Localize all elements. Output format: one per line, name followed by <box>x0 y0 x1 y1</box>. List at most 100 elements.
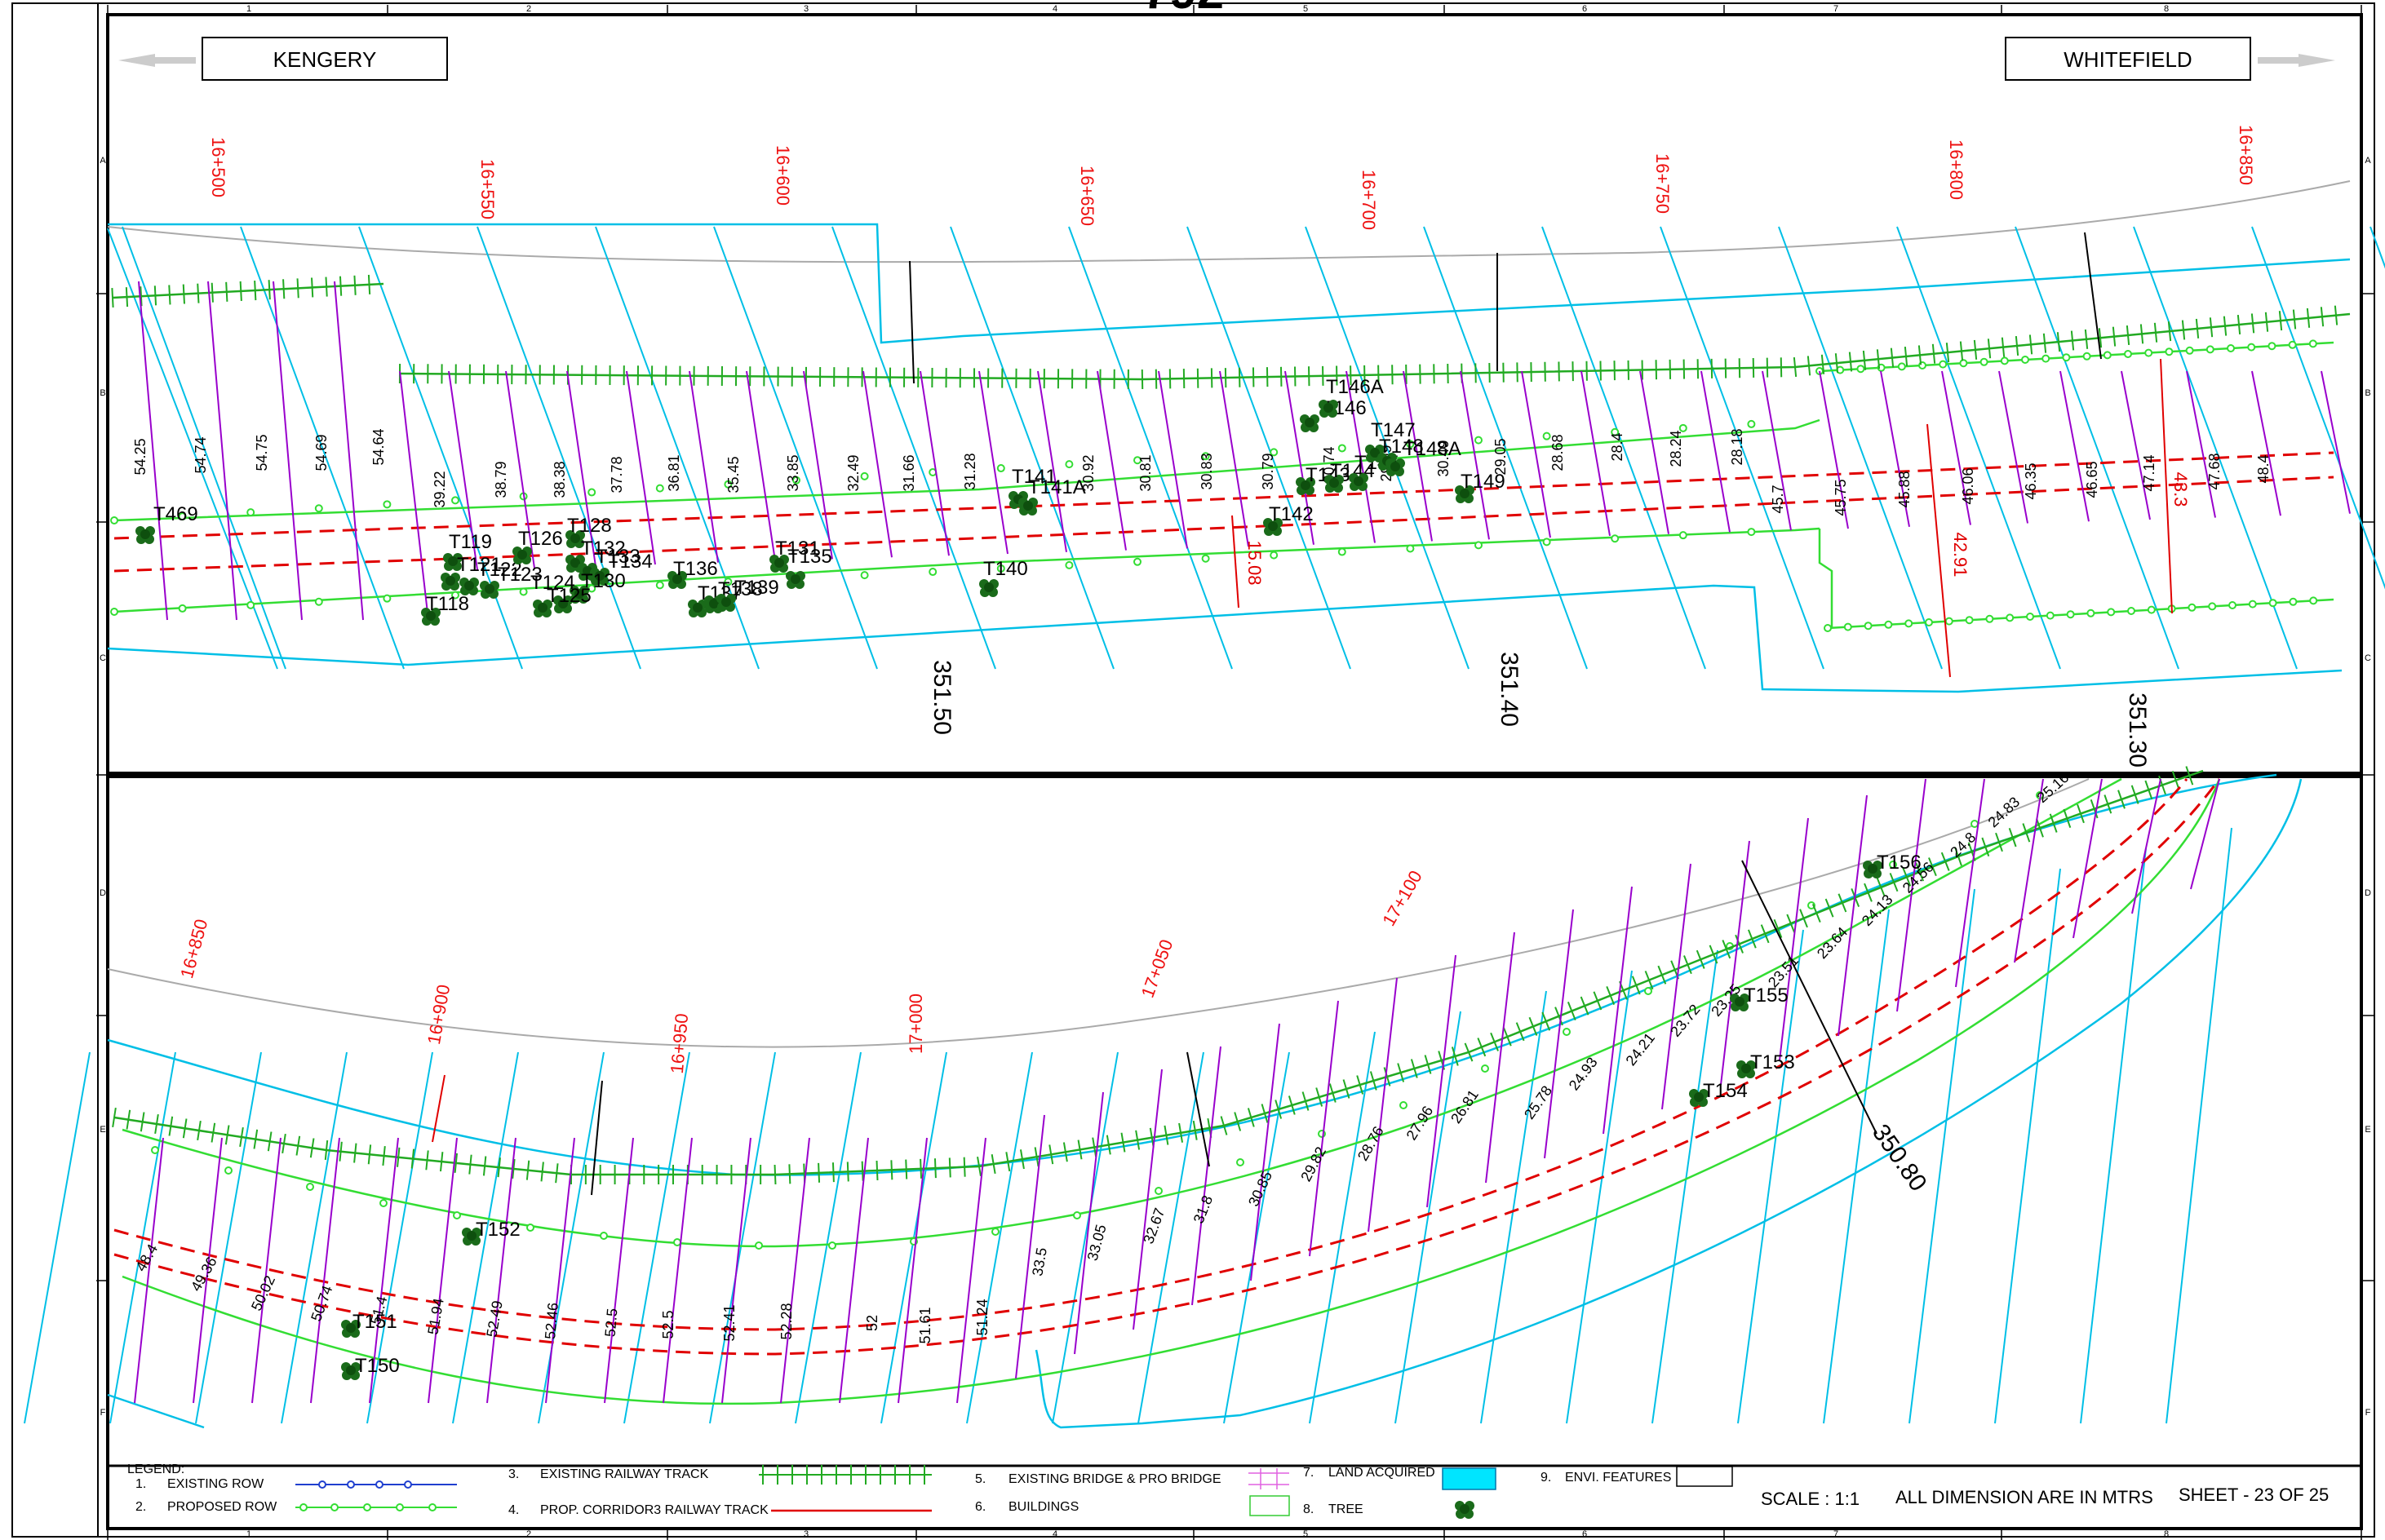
width-label: 26.81 <box>1447 1086 1482 1126</box>
grid-column-label: 1 <box>246 1529 251 1539</box>
svg-text:3.: 3. <box>508 1467 519 1481</box>
row-marker <box>1747 419 1756 428</box>
width-line <box>1700 370 1731 533</box>
chainage-label: 16+600 <box>773 145 793 206</box>
track-tick <box>125 287 129 308</box>
width-label: 38.79 <box>493 461 509 498</box>
hatch-line <box>713 226 878 670</box>
width-label: 45.7 <box>1770 485 1786 513</box>
grid-column-label: 7 <box>1833 1529 1838 1539</box>
track-tick <box>1477 1038 1487 1057</box>
track-tick <box>1747 929 1757 949</box>
row-marker <box>1611 534 1620 543</box>
track-tick <box>1940 852 1950 871</box>
hatch-line <box>1305 226 1470 670</box>
row-marker <box>996 464 1005 473</box>
tree-icon <box>480 581 499 599</box>
track-tick <box>1644 971 1654 990</box>
width-line <box>1097 370 1127 551</box>
track-tick <box>1696 949 1705 969</box>
track-tick <box>2098 328 2103 348</box>
grid-row-label: A <box>2365 156 2371 166</box>
width-label: 35.45 <box>725 456 742 493</box>
sheet-number: SHEET - 23 OF 25 <box>2179 1485 2329 1505</box>
track-tick <box>1657 965 1667 985</box>
row-marker <box>519 587 528 596</box>
row-marker <box>860 571 869 580</box>
grid-column-label: 6 <box>1582 4 1587 14</box>
svg-text:6.: 6. <box>975 1500 986 1514</box>
track-tick <box>1410 1059 1418 1078</box>
tree-label: T469 <box>153 503 198 525</box>
track-tick <box>2185 766 2194 785</box>
row-marker <box>1889 861 1897 869</box>
row-marker <box>1236 1158 1244 1166</box>
width-line <box>399 370 429 621</box>
track-tick <box>1541 1011 1551 1031</box>
tree-label: T123 <box>498 564 543 586</box>
width-label: 51.61 <box>917 1307 933 1343</box>
track-tick <box>2063 808 2072 828</box>
row-marker <box>792 476 800 485</box>
width-line <box>862 370 893 558</box>
track-tick <box>2112 326 2117 347</box>
width-line <box>1284 370 1314 545</box>
direction-left-label: KENGERY <box>273 47 377 72</box>
row-marker <box>1270 448 1279 457</box>
track-tick <box>2264 312 2269 332</box>
tree-label: T119 <box>449 531 492 553</box>
width-line <box>780 1137 810 1404</box>
row-marker <box>1406 440 1415 449</box>
track-tick <box>1773 918 1783 938</box>
tree-label: T142 <box>1269 503 1314 525</box>
tree-label: T146A <box>1326 376 1384 398</box>
width-label: 47.14 <box>2141 454 2157 491</box>
proposed-row-lower <box>122 777 2221 1405</box>
existing-railway-track-lower <box>112 766 2204 1185</box>
grid-column-label: 2 <box>526 4 531 14</box>
width-line <box>1133 1069 1163 1330</box>
track-tick <box>410 1148 415 1169</box>
tree-label: T135 <box>787 546 832 568</box>
row-marker <box>655 581 664 590</box>
track-tick <box>382 1146 386 1166</box>
track-tick <box>295 1135 301 1156</box>
row-marker <box>2086 608 2095 617</box>
track-tick <box>1315 1087 1323 1107</box>
width-line <box>1345 370 1376 543</box>
row-marker <box>2165 347 2174 356</box>
hatch-line <box>1908 888 1975 1424</box>
svg-text:EXISTING RAILWAY TRACK: EXISTING RAILWAY TRACK <box>540 1467 709 1481</box>
track-tick <box>324 1140 329 1161</box>
track-tick <box>140 1112 145 1132</box>
track-tick <box>2008 828 2017 847</box>
track-tick <box>1528 1016 1538 1036</box>
width-line <box>1880 370 1910 528</box>
track-tick <box>153 285 157 306</box>
track-tick <box>1451 1047 1459 1066</box>
row-marker <box>2185 346 2194 355</box>
width-label: 52.46 <box>542 1302 561 1340</box>
width-label: 31.28 <box>962 453 978 489</box>
grid-row-label: B <box>2365 388 2370 398</box>
grid-row-label: D <box>100 888 106 898</box>
chainage-label: 16+500 <box>208 137 228 197</box>
hatch-line <box>966 1051 1033 1424</box>
track-tick <box>1135 1130 1141 1150</box>
track-tick <box>2126 325 2130 346</box>
proposed-row-upper <box>110 339 2334 632</box>
track-tick <box>1876 878 1886 897</box>
width-label: 54.25 <box>132 438 149 475</box>
track-tick <box>2077 803 2085 824</box>
track-tick <box>1981 837 1990 856</box>
width-line <box>663 1137 693 1404</box>
hatch-line <box>107 228 278 670</box>
width-line <box>369 1137 399 1404</box>
row-marker <box>1971 820 1979 828</box>
row-marker <box>2021 356 2029 364</box>
hatch-line <box>623 1051 690 1424</box>
row-marker <box>178 512 187 521</box>
